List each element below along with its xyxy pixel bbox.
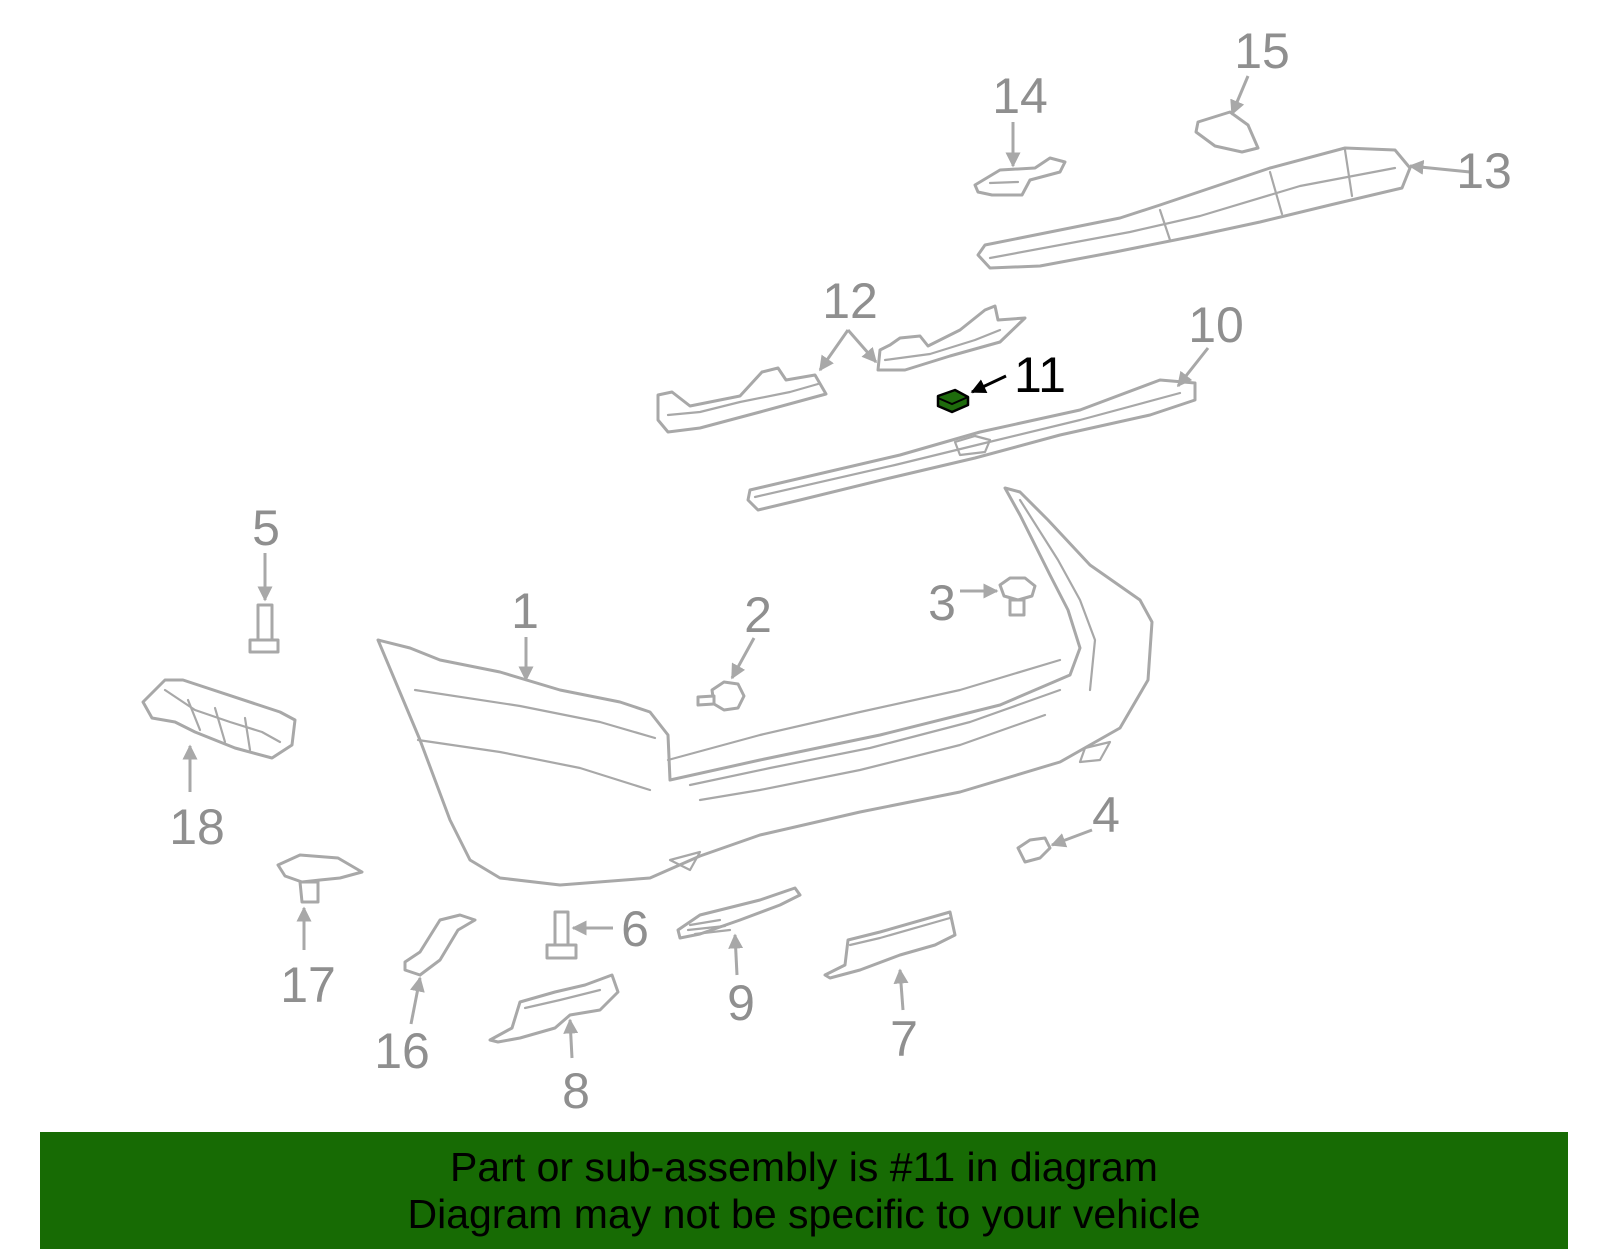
callout-1: 1 (511, 583, 539, 639)
part-13-reinforcement[interactable] (976, 146, 1412, 270)
callout-13: 13 (1456, 143, 1512, 199)
part-10-absorber[interactable] (746, 378, 1197, 512)
callout-9: 9 (727, 975, 755, 1031)
callout-8: 8 (562, 1063, 590, 1119)
part-16-bracket[interactable] (403, 913, 477, 977)
callout-16: 16 (374, 1023, 430, 1079)
part-14-bracket[interactable] (973, 156, 1067, 197)
callout-3: 3 (928, 575, 956, 631)
part-12-brackets[interactable] (656, 304, 1027, 434)
part-15-clip[interactable] (1194, 110, 1260, 154)
callout-6: 6 (621, 901, 649, 957)
callout-labels: 1 2 3 4 5 6 7 8 9 10 11 12 13 14 15 16 1… (169, 23, 1512, 1119)
banner-line-2: Diagram may not be specific to your vehi… (407, 1191, 1201, 1237)
part-11-highlighted[interactable] (936, 388, 970, 414)
part-5-bolt[interactable] (248, 603, 280, 654)
callout-18: 18 (169, 799, 225, 855)
banner-line-1: Part or sub-assembly is #11 in diagram (450, 1144, 1158, 1190)
callout-4: 4 (1092, 787, 1120, 843)
info-banner: Part or sub-assembly is #11 in diagram D… (40, 1132, 1568, 1249)
callout-14: 14 (992, 68, 1048, 124)
part-4-plug[interactable] (1016, 836, 1052, 864)
callout-7: 7 (890, 1011, 918, 1067)
part-1-bumper-cover[interactable] (376, 486, 1154, 887)
leader-lines (182, 75, 1471, 1059)
part-8-bracket[interactable] (488, 973, 620, 1044)
callout-11: 11 (1014, 347, 1066, 403)
callout-5: 5 (252, 500, 280, 556)
part-9-reflector[interactable] (676, 886, 802, 940)
callout-10: 10 (1188, 297, 1244, 353)
part-17-bracket[interactable] (276, 853, 364, 904)
part-6-bolt[interactable] (545, 910, 578, 960)
callout-15: 15 (1234, 23, 1290, 79)
part-7-cover[interactable] (823, 910, 957, 980)
part-2-clip[interactable] (696, 680, 746, 712)
callout-12: 12 (822, 273, 878, 329)
part-18-bracket[interactable] (141, 678, 297, 760)
callout-17: 17 (280, 957, 336, 1013)
callout-2: 2 (744, 587, 772, 643)
part-3-bolt[interactable] (998, 576, 1037, 617)
